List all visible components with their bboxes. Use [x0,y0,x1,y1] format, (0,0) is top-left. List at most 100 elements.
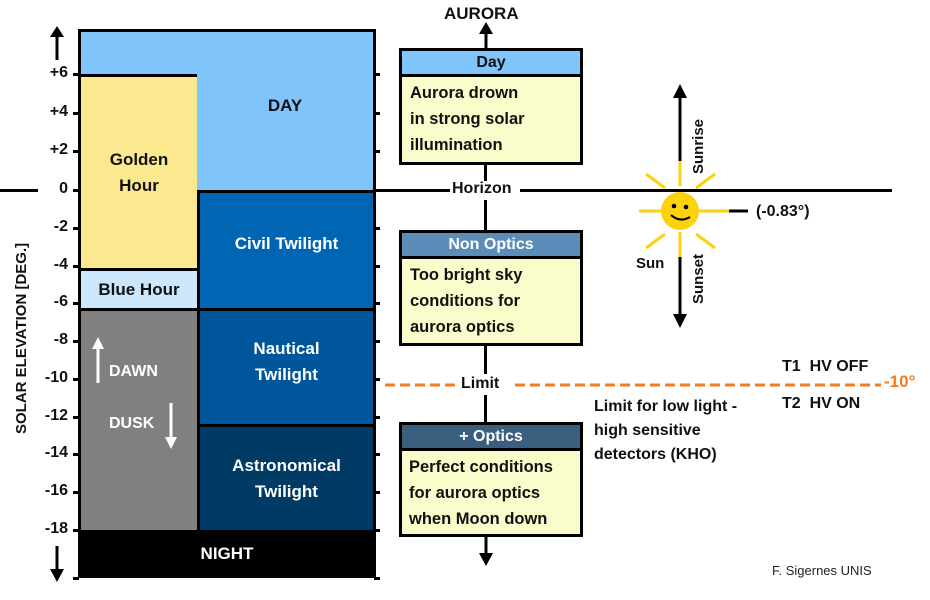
axis-tick-right [374,264,380,268]
horizon-line-right [520,189,892,192]
aurora-box-header: + Optics [402,425,580,451]
aurora-box-line: for aurora optics [409,484,541,502]
axis-tick-right [374,111,380,115]
axis-tick-label: +2 [49,141,68,159]
axis-tick-right [374,453,380,457]
horizon-line-left [0,189,38,192]
aurora-box-non-optics: Non Optics Too bright sky conditions for… [399,230,583,346]
limit-description: Limit for low light - high sensitive det… [594,395,737,467]
axis-tick [73,491,79,495]
axis-tick-right [374,491,380,495]
nautical-twilight-label: Nautical Twilight [253,338,320,384]
credit: F. Sigernes UNIS [772,563,872,578]
axis-tick-label: -6 [53,293,68,311]
limit-value: -10° [884,372,916,391]
aurora-box-line: aurora optics [410,318,515,336]
astronomical-twilight-block: Astronomical Twilight [197,424,376,533]
limit-label: Limit [461,375,500,392]
civil-twilight-block: Civil Twilight [197,190,376,311]
aurora-axis [484,163,487,181]
aurora-box-header: Non Optics [402,233,580,259]
axis-tick-label: -18 [44,520,68,537]
axis-tick [73,189,79,192]
t1-label: T1 HV OFF [782,358,869,375]
sun-icon [639,84,748,328]
aurora-axis [484,395,487,423]
sunset-label: Sunset [690,253,707,304]
axis-tick [73,73,79,76]
arrow-up-icon [50,26,64,60]
dusk-arrow-down-icon [165,403,177,449]
axis-tick-right [374,377,380,381]
dusk-label: DUSK [109,415,155,432]
axis-tick-label: 0 [59,180,68,197]
aurora-box-line: conditions for [410,292,520,310]
aurora-box-line: Perfect conditions [409,458,553,476]
axis-tick [73,111,79,115]
axis-tick-label: -8 [53,331,68,349]
axis-tick [73,226,79,230]
horizon-label: Horizon [452,180,512,197]
blue-hour-block: Blue Hour [78,268,200,311]
aurora-title: AURORA [444,4,519,23]
aurora-box-line: Aurora drown [410,84,519,102]
axis-tick-right [374,529,380,532]
axis-tick-label: +6 [49,64,68,81]
day-block: DAY [197,29,376,193]
axis-tick [73,302,79,306]
aurora-box-line: in strong solar [410,110,525,128]
aurora-box-day: Day Aurora drown in strong solar illumin… [399,48,583,165]
axis-tick [73,453,79,457]
dawn-dusk-block: DAWN DUSK [78,308,200,533]
axis-tick-label: -2 [53,217,68,235]
axis-tick [73,529,79,532]
axis-tick-right [374,415,380,419]
aurora-box-body: Aurora drown in strong solar illuminatio… [402,77,580,162]
arrow-down-icon [50,546,64,582]
axis-tick-label: -10 [44,368,68,386]
axis-tick-label: -12 [44,406,68,424]
blue-hour-label: Blue Hour [98,279,180,299]
aurora-arrow-down-icon [479,534,493,566]
aurora-axis [484,344,487,374]
horizon-line [376,189,450,192]
axis-tick-label: -14 [44,444,68,462]
day-label: DAY [267,96,303,115]
aurora-axis [484,200,487,232]
axis-tick-end [73,577,79,580]
aurora-box-line: Too bright sky [410,266,523,284]
golden-hour-block: Golden Hour [78,74,200,271]
night-block: NIGHT [78,530,376,578]
axis-tick-right [374,73,380,76]
axis-tick [73,150,79,154]
limit-description-line: high sensitive [594,422,701,439]
sunrise-label: Sunrise [690,118,707,174]
nautical-twilight-block: Nautical Twilight [197,308,376,427]
aurora-box-line: illumination [410,136,503,154]
refraction-label: (-0.83°) [756,203,810,220]
t2-label: T2 HV ON [782,395,861,412]
limit-description-line: Limit for low light - [594,398,738,415]
aurora-box-line: when Moon down [409,510,548,528]
axis-tick-right [374,340,380,344]
axis-tick-end [374,577,380,580]
limit-dashed-line [385,383,881,387]
civil-twilight-label: Civil Twilight [234,233,339,253]
axis-tick-right [374,226,380,230]
axis-tick-label: +4 [49,102,68,120]
axis-tick-label: -4 [53,255,68,273]
axis-tick [73,340,79,344]
aurora-box-body: Too bright sky conditions for aurora opt… [402,259,580,344]
dawn-arrow-up-icon [92,337,104,383]
night-label: NIGHT [200,544,254,563]
axis-tick-label: -16 [44,482,68,500]
aurora-box-header: Day [402,51,580,77]
limit-description-line: detectors (KHO) [594,446,717,463]
axis-tick-right [374,302,380,306]
aurora-box-body: Perfect conditions for aurora optics whe… [402,451,580,536]
aurora-box-optics: + Optics Perfect conditions for aurora o… [399,422,583,537]
golden-hour-label: Golden Hour [109,149,169,195]
dawn-label: DAWN [109,363,158,380]
axis-tick [73,377,79,381]
aurora-arrow-up-icon [479,22,493,52]
